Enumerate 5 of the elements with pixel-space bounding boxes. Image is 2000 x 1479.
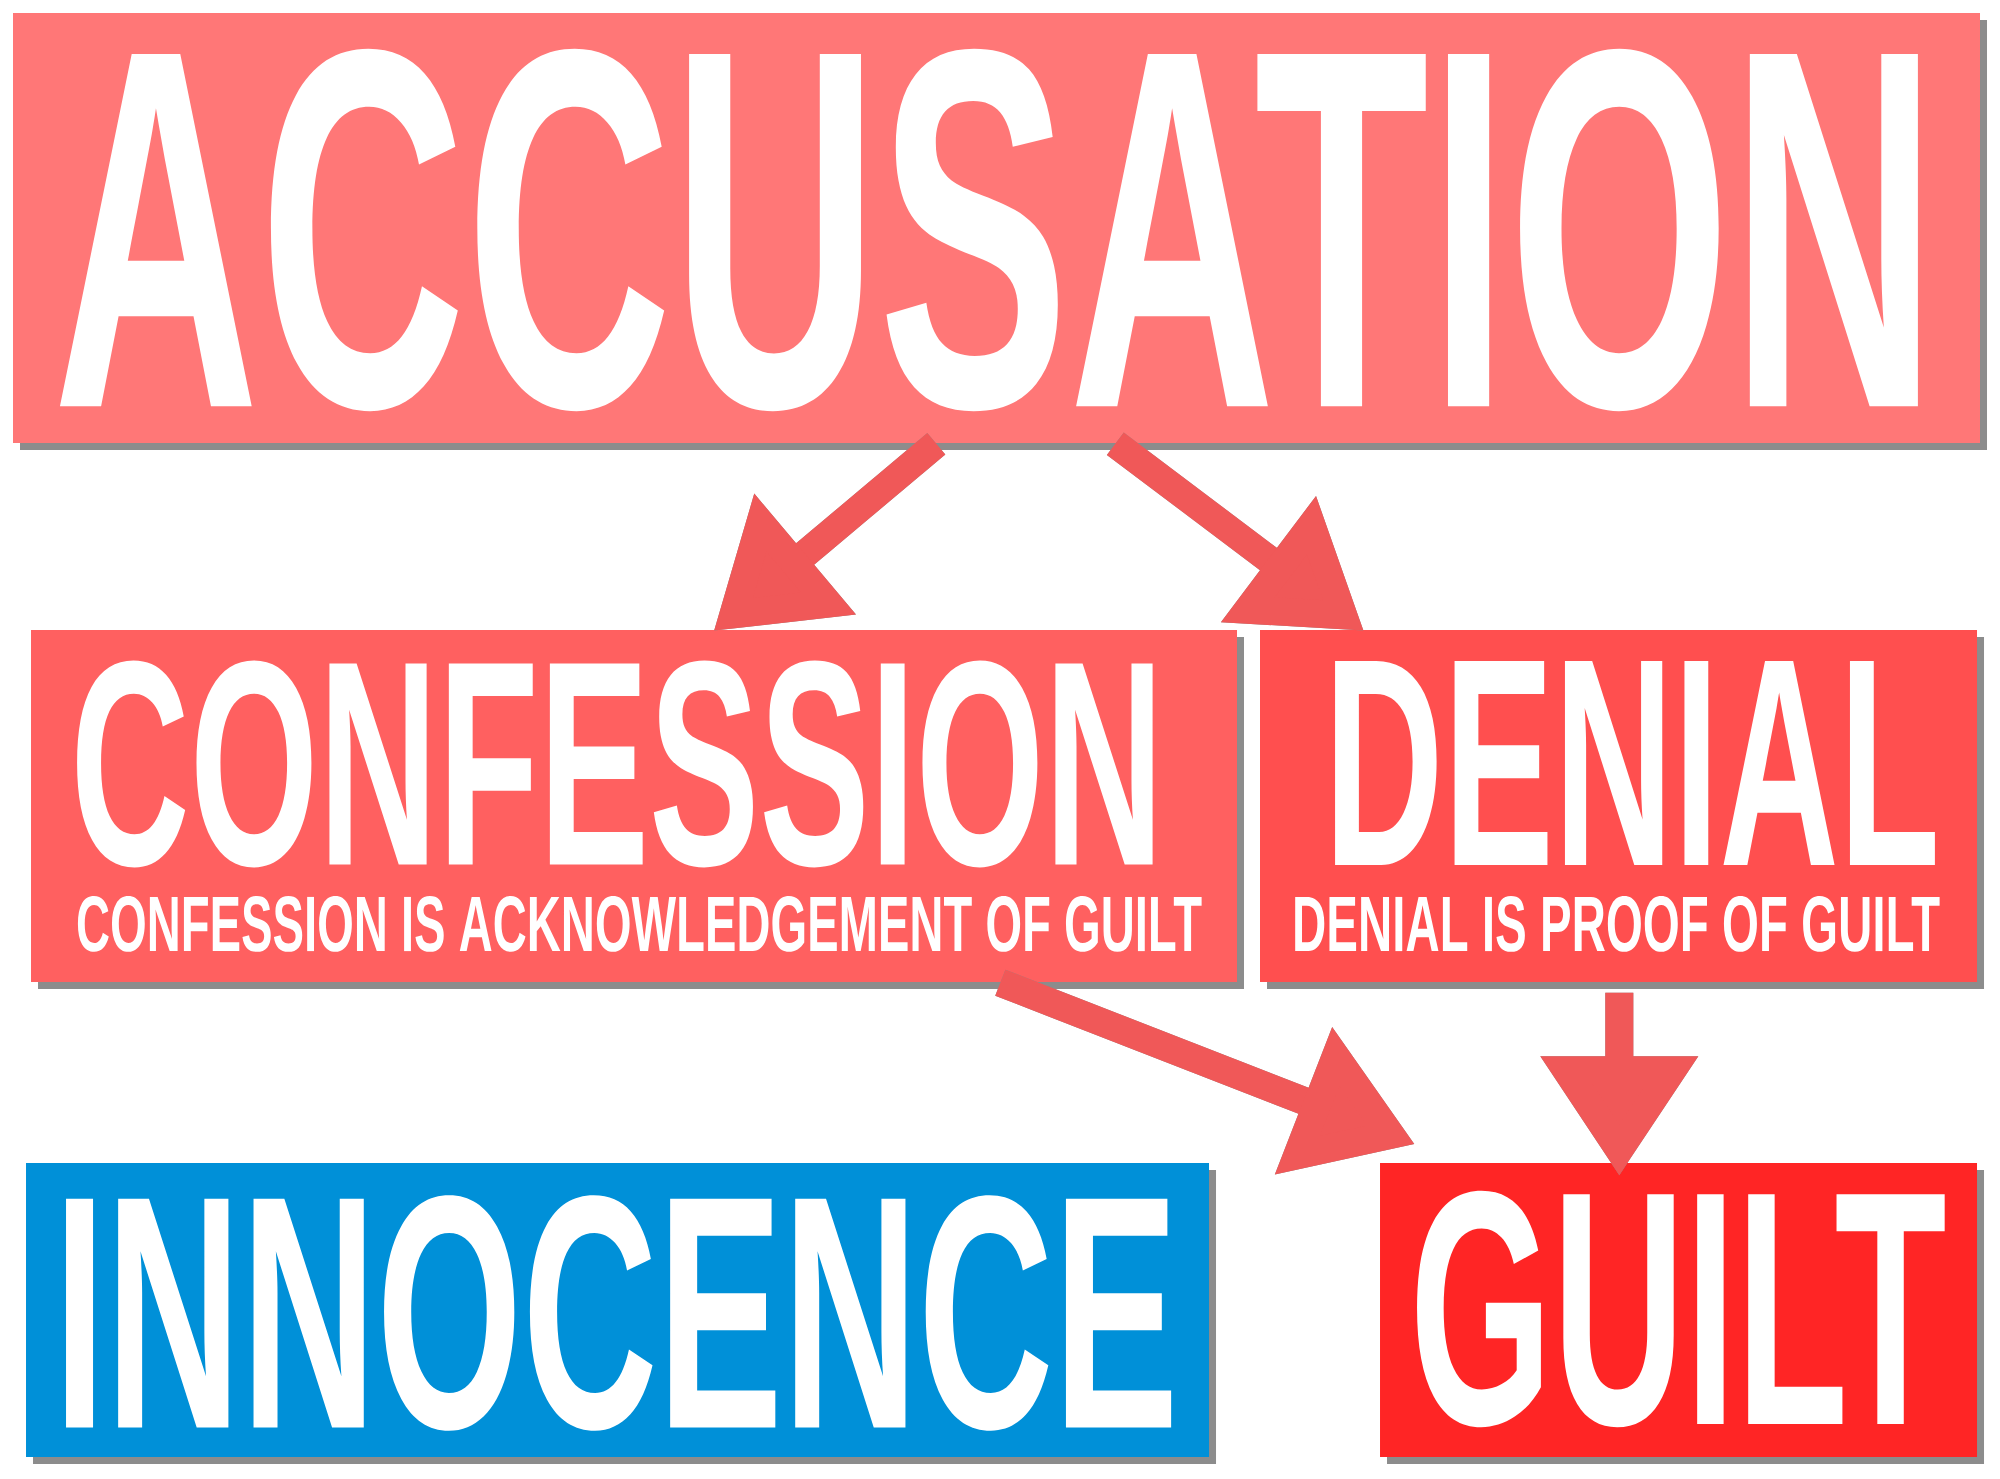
label-box: CONFESSION CONFESSION IS ACKNOWLEDGEMENT OF GUILT — [31, 630, 1244, 989]
label-box: GUILT — [1380, 1163, 1984, 1464]
label-box: DENIAL DENIAL IS PROOF OF GUILT — [1260, 630, 1984, 989]
label-box: INNOCENCE — [26, 1163, 1216, 1464]
label-box: ACCUSATION — [13, 13, 1987, 450]
